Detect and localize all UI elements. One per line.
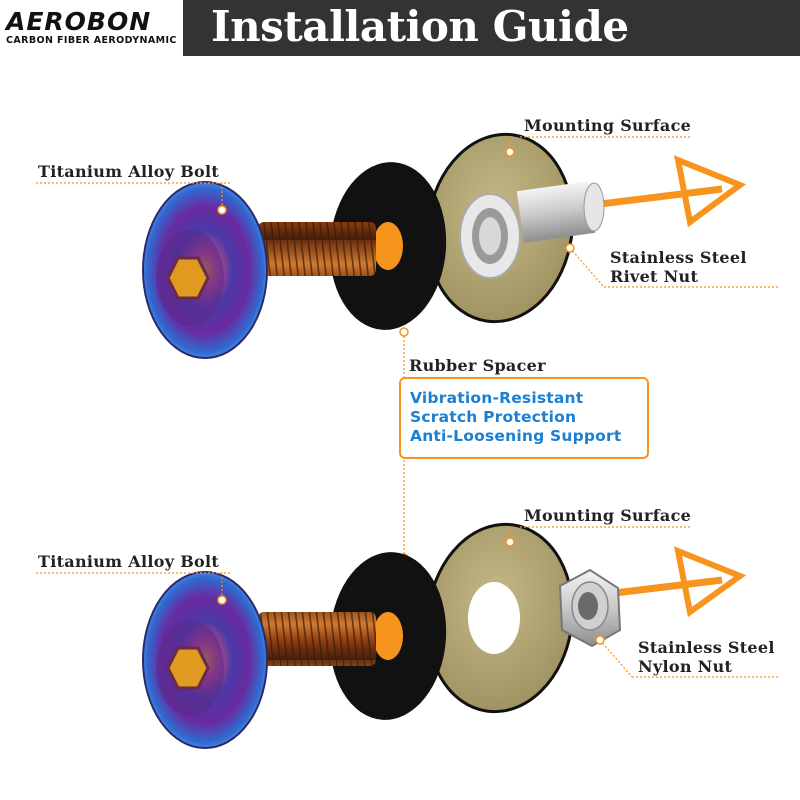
arrow-head-icon <box>673 546 747 618</box>
bolt-shank <box>258 612 376 666</box>
spacer-features-box: Vibration-Resistant Scratch Protection A… <box>399 377 649 459</box>
nylon-nut <box>558 568 622 648</box>
brand-tagline: CARBON FIBER AERODYNAMIC <box>6 35 177 46</box>
arrow-head-icon <box>674 155 747 228</box>
spacer-hole <box>373 612 403 660</box>
brand-logo: AEROBON <box>6 7 152 36</box>
rubber-spacer-label: Rubber Spacer <box>409 356 546 375</box>
surface-hole <box>468 582 520 654</box>
top-nut-label-line2: Rivet Nut <box>610 267 699 286</box>
feature-anti-loosening: Anti-Loosening Support <box>410 427 622 445</box>
header: AEROBON CARBON FIBER AERODYNAMIC Install… <box>0 0 800 56</box>
bottom-surface-label: Mounting Surface <box>524 506 692 525</box>
feature-scratch: Scratch Protection <box>410 408 577 426</box>
top-bolt-label: Titanium Alloy Bolt <box>38 162 220 181</box>
bottom-assembly <box>142 522 747 749</box>
hex-socket-icon <box>166 646 210 690</box>
bolt-shank <box>258 222 376 276</box>
bottom-leaders <box>36 526 778 678</box>
bottom-nut-label-line2: Nylon Nut <box>638 657 733 676</box>
title-bar: Installation Guide <box>183 0 800 56</box>
rivet-nut <box>459 181 605 279</box>
hex-socket-icon <box>166 256 210 300</box>
top-nut-label-line1: Stainless Steel <box>610 248 747 267</box>
bottom-bolt-label: Titanium Alloy Bolt <box>38 552 220 571</box>
top-assembly <box>142 132 747 359</box>
feature-vibration: Vibration-Resistant <box>410 389 584 407</box>
top-surface-label: Mounting Surface <box>524 116 692 135</box>
page-title: Installation Guide <box>211 2 629 51</box>
spacer-hole <box>373 222 403 270</box>
bottom-nut-label-line1: Stainless Steel <box>638 638 775 657</box>
brand-logo-block: AEROBON CARBON FIBER AERODYNAMIC <box>0 0 180 56</box>
